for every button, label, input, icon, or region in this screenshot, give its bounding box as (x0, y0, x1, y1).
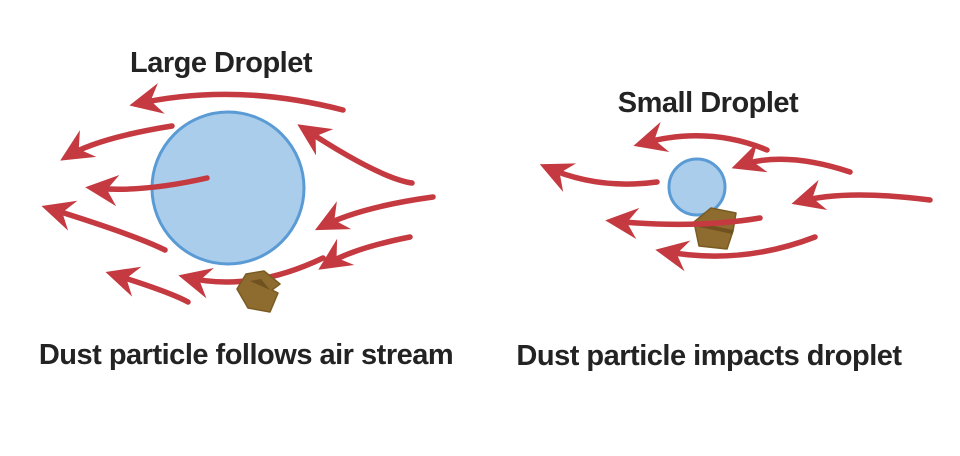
small-droplet-title: Small Droplet (617, 87, 799, 119)
airflow-arrow (60, 123, 175, 161)
airflow-arrow (633, 121, 770, 153)
airflow-arrow (539, 163, 660, 192)
airflow-arrow (655, 234, 818, 272)
dust-particle-shape (236, 270, 281, 313)
airflow-arrow (85, 175, 210, 207)
airflow-arrow (731, 142, 853, 175)
large-droplet-title: Large Droplet (129, 47, 313, 79)
airflow-arrow (129, 83, 346, 114)
large-droplet (150, 110, 306, 266)
airflow-arrow (41, 200, 168, 253)
airflow-arrow (297, 124, 415, 186)
large-droplet-figure (41, 83, 436, 313)
large-droplet-caption: Dust particle follows air stream (38, 339, 454, 371)
airflow-arrow (318, 234, 413, 270)
dust-particle-fold (250, 279, 270, 290)
dust-particle-left (236, 270, 281, 313)
airflow-arrow (791, 179, 933, 211)
airflow-arrow (314, 194, 436, 231)
small-droplet-caption: Dust particle impacts droplet (516, 340, 902, 372)
small-droplet (667, 157, 727, 217)
small-droplet-figure (539, 121, 933, 272)
airflow-arrow (605, 207, 763, 240)
airflow-arrow (105, 266, 191, 305)
